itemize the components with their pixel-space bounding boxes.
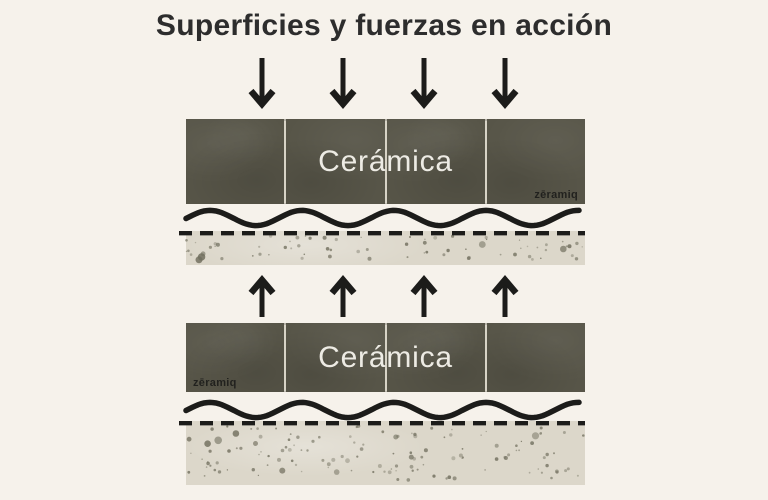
ceramic-tile (486, 119, 585, 204)
diagram-title: Superficies y fuerzas en acción (155, 9, 613, 42)
arrow-up-icon (248, 274, 276, 317)
ceramic-tile (186, 119, 285, 204)
bond-dashed-line-top (179, 231, 585, 236)
arrow-down-icon (248, 58, 276, 110)
arrow-down-icon (410, 58, 438, 110)
ceramic-tile (486, 323, 585, 392)
force-arrows-up (248, 274, 519, 317)
ceramic-tile-layer-top: Cerámica zēramiq (186, 119, 585, 204)
arrow-down-icon (491, 58, 519, 110)
substrate-layer-bottom (179, 421, 585, 485)
arrow-up-icon (329, 274, 357, 317)
brand-watermark-bottom: zēramiq (193, 377, 237, 389)
arrow-down-icon (329, 58, 357, 110)
ceramic-tile (286, 119, 385, 204)
tile-row (186, 119, 585, 204)
ceramic-tile (186, 323, 285, 392)
arrow-up-icon (491, 274, 519, 317)
tile-row (186, 323, 585, 392)
ceramic-tile (386, 119, 485, 204)
adhesive-wave-bottom (183, 399, 582, 421)
force-arrows-down (248, 58, 519, 110)
substrate-speckles-top (185, 234, 583, 264)
ceramic-tile-layer-bottom: Cerámica zēramiq (186, 323, 585, 392)
substrate-speckles-bottom (186, 424, 585, 482)
bond-dashed-line-bottom (179, 421, 585, 426)
arrow-up-icon (410, 274, 438, 317)
ceramic-tile (286, 323, 385, 392)
brand-watermark-top: zēramiq (534, 189, 578, 201)
ceramic-tile (386, 323, 485, 392)
substrate-layer-top (179, 231, 585, 265)
adhesive-wave-top (183, 207, 582, 229)
